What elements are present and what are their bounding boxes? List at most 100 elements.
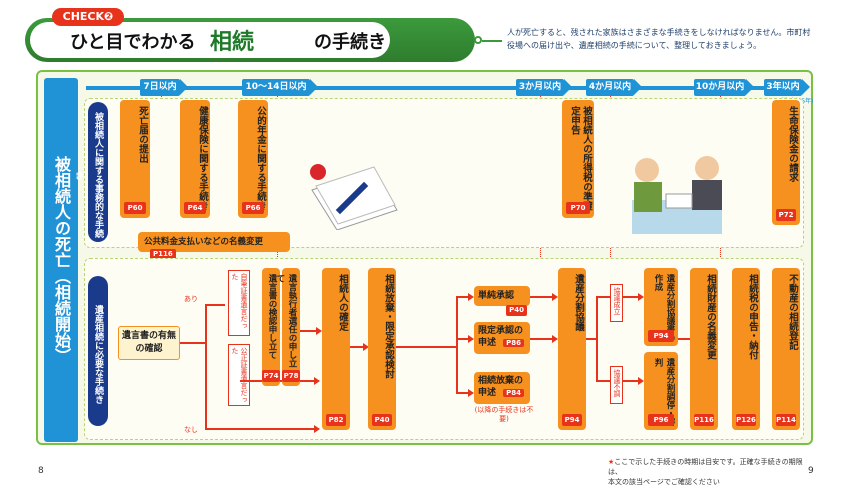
page-ref: P96 [648, 414, 674, 426]
page-ref: P74 [262, 370, 280, 382]
branch-yes-label: あり [184, 295, 198, 303]
branch-line [350, 346, 366, 348]
branch-line [205, 428, 315, 430]
box-text: 単純承認 [478, 291, 515, 301]
timeline-marker: 4か月以内 [586, 79, 642, 96]
page-ref: P66 [242, 202, 264, 214]
page-ref: P40 [506, 305, 527, 316]
box-text: 遺言書の検認申し立て [267, 274, 277, 359]
arrow-right-icon [638, 293, 644, 301]
arrow-right-icon [468, 335, 474, 343]
box-text: 死亡届の提出 [137, 106, 148, 163]
timeline-marker: 10か月以内 [694, 79, 754, 96]
section-estate-label: 遺産相続に必要な手続き [88, 276, 108, 426]
branch-line [456, 296, 458, 392]
box-text: 遺産分割協議 [573, 274, 584, 331]
branch-line [456, 338, 470, 340]
estate-division-box: 遺産分割協議 P94 [558, 268, 586, 430]
page-ref: P70 [566, 202, 590, 214]
header-dot-icon [474, 36, 482, 44]
page-ref: P60 [124, 202, 146, 214]
box-text: 遺言書の有無の確認 [122, 331, 177, 354]
page-title-prefix: ひと目でわかる [70, 32, 196, 53]
person-icon [634, 182, 662, 212]
box-text: 遺言執行者選任の申し立て [275, 274, 297, 368]
box-text: 被相続人の所得税の準確定申告 [569, 106, 592, 211]
arrow-right-icon [314, 425, 320, 433]
renunciation-declaration-box: 相続放棄の 申述 P84 [474, 372, 530, 404]
timeline-marker: 10〜14日以内 [242, 79, 318, 96]
footer-note-line2: 本文の該当ページでご確認ください [608, 478, 720, 486]
intro-text: 人が死亡すると、残された家族はさまざまな手続きをしなければなりません。市町村役場… [507, 28, 811, 50]
page-number-right: 9 [808, 466, 814, 476]
box-text: 健康保険に関する手続き [197, 106, 208, 211]
box-text: 相続税の申告・納付 [747, 274, 758, 360]
branch-line [530, 338, 554, 340]
division-mediation-box: 遺産分割調停・審判 P96 [644, 352, 678, 430]
executor-box: 遺言執行者選任の申し立て P78 [275, 268, 300, 386]
box-text: 相続人の確定 [337, 274, 348, 331]
box-text: 生命保険金の請求 [787, 106, 798, 182]
branch-no-label: なし [184, 426, 198, 434]
box-text: 相続放棄・限定承認検討 [383, 274, 394, 379]
arrow-right-icon [552, 335, 558, 343]
consultation-illustration [632, 156, 722, 234]
branch-line [396, 346, 456, 348]
branch-line [456, 392, 470, 394]
section-admin-label: 被相続人に関する事務的な手続き [73, 102, 108, 242]
branch-line [456, 296, 470, 298]
box-text: 相続放棄の [478, 376, 524, 386]
arrow-right-icon [468, 293, 474, 301]
inheritance-tax-box: 相続税の申告・納付 P126 [732, 268, 760, 430]
page-title-suffix: の手続き [314, 32, 386, 53]
probate-box: 遺言書の検認申し立て P74 [262, 268, 280, 386]
page-ref: P86 [503, 339, 525, 347]
branch-line [586, 338, 596, 340]
box-text: 遺産分割協議書の作成 [653, 274, 675, 342]
arrow-right-icon [316, 327, 322, 335]
person-icon [695, 156, 719, 180]
agreement-reached-tag: 協議成立 [610, 284, 623, 322]
page-ref: P116 [694, 414, 714, 426]
document-icon [665, 193, 693, 209]
arrow-right-icon [552, 293, 558, 301]
pen-icon [335, 181, 369, 215]
page-ref: P94 [562, 414, 582, 426]
real-estate-registration-box: 不動産の相続登記 P114 [772, 268, 800, 430]
limited-acceptance-box: 限定承認の 申述 P86 [474, 322, 530, 354]
utility-name-change-box: 公共料金支払いなどの名義変更 P116 [138, 232, 290, 260]
left-strip [44, 78, 78, 442]
title-transfer-box: 相続財産の名義変更 P116 [690, 268, 718, 430]
page-ref: P82 [326, 414, 346, 426]
person-icon [692, 180, 722, 210]
death-notice-box: 死亡届の提出 P60 [120, 100, 150, 218]
documents-pen-illustration [310, 164, 398, 230]
header-title-pill [30, 22, 390, 58]
simple-acceptance-box: 単純承認 P40 [474, 286, 530, 316]
branch-line [530, 296, 554, 298]
renunciation-note: (以降の手続きは不要) [474, 406, 534, 423]
branch-line [300, 330, 318, 332]
person-icon [635, 158, 659, 182]
branch-line [205, 304, 207, 428]
box-text: 公共料金支払いなどの名義変更 [144, 237, 264, 247]
page-ref: P116 [150, 249, 176, 260]
page-number-left: 8 [38, 466, 44, 476]
will-check-box: 遺言書の有無の確認 [118, 326, 180, 360]
life-insurance-box: 生命保険金の請求 P72 [772, 100, 800, 225]
branch-line [180, 342, 205, 344]
box-text: 公的年金に関する手続き [255, 106, 266, 211]
division-agreement-box: 遺産分割協議書の作成 P94 [644, 268, 678, 346]
page-ref: P72 [776, 209, 796, 221]
agreement-failed-tag: 協議不調 [610, 366, 623, 404]
page-ref: P40 [372, 414, 392, 426]
page-ref: P64 [184, 202, 206, 214]
timeline-marker: 3年以内 [764, 79, 810, 96]
heir-confirmation-box: 相続人の確定 P82 [322, 268, 350, 430]
notarial-will-tag: 公正証書遺言だった [228, 344, 250, 406]
page-ref: P84 [503, 389, 525, 397]
box-text: 限定承認の [478, 326, 524, 336]
timeline-arrow [86, 86, 794, 90]
arrow-right-icon [468, 389, 474, 397]
box-text: 不動産の相続登記 [787, 274, 798, 350]
